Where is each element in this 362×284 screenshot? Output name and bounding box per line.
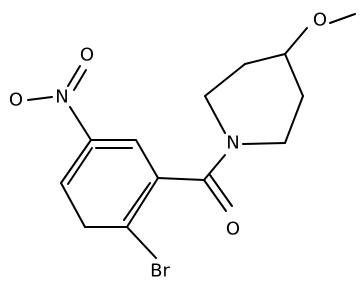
bond-c6-c1: [135, 139, 159, 179]
bond-n-c2b: [242, 142, 286, 145]
atom-nitrogen-ring: N: [226, 133, 239, 154]
bond-c4-c3a: [244, 53, 286, 65]
bond-c2-br: [126, 226, 157, 259]
atom-oxygen-carbonyl: O: [226, 219, 240, 240]
bond-aromatic-inner-2: [67, 147, 93, 185]
bond-c1-c2: [126, 177, 159, 228]
atom-nitro-oxygen-top: O: [80, 45, 94, 66]
bond-o-c4: [284, 27, 308, 55]
bond-methyl-o: [329, 13, 356, 24]
bond-nitro-o-top-2: [73, 69, 87, 91]
bond-carbonyl-c1: [157, 177, 205, 181]
bonds: [27, 13, 356, 259]
bond-c4-c5: [60, 139, 92, 184]
bond-nitro-o-left: [27, 96, 53, 101]
atom-labels: O N O Br N O O: [9, 10, 327, 282]
bond-carbonyl-o-2: [209, 174, 233, 207]
bond-n-carbonyl: [203, 154, 226, 181]
atom-nitro-oxygen-left: O: [9, 90, 23, 111]
bond-c2b-c3b: [284, 95, 304, 144]
bond-carbonyl-o-1: [203, 179, 227, 212]
bond-c3a-c2a: [204, 63, 246, 97]
atom-bromine: Br: [150, 261, 170, 282]
atom-oxygen-methoxy: O: [313, 10, 327, 31]
bond-nitro-o-top-1: [67, 65, 81, 87]
atom-nitro-nitrogen: N: [55, 87, 68, 108]
bond-aromatic-inner-1: [123, 182, 151, 221]
bond-c3b-c4: [284, 53, 304, 97]
bond-c5-nitro: [69, 106, 92, 141]
bond-c3-c4: [60, 182, 86, 228]
bond-c2a-n: [204, 95, 226, 134]
